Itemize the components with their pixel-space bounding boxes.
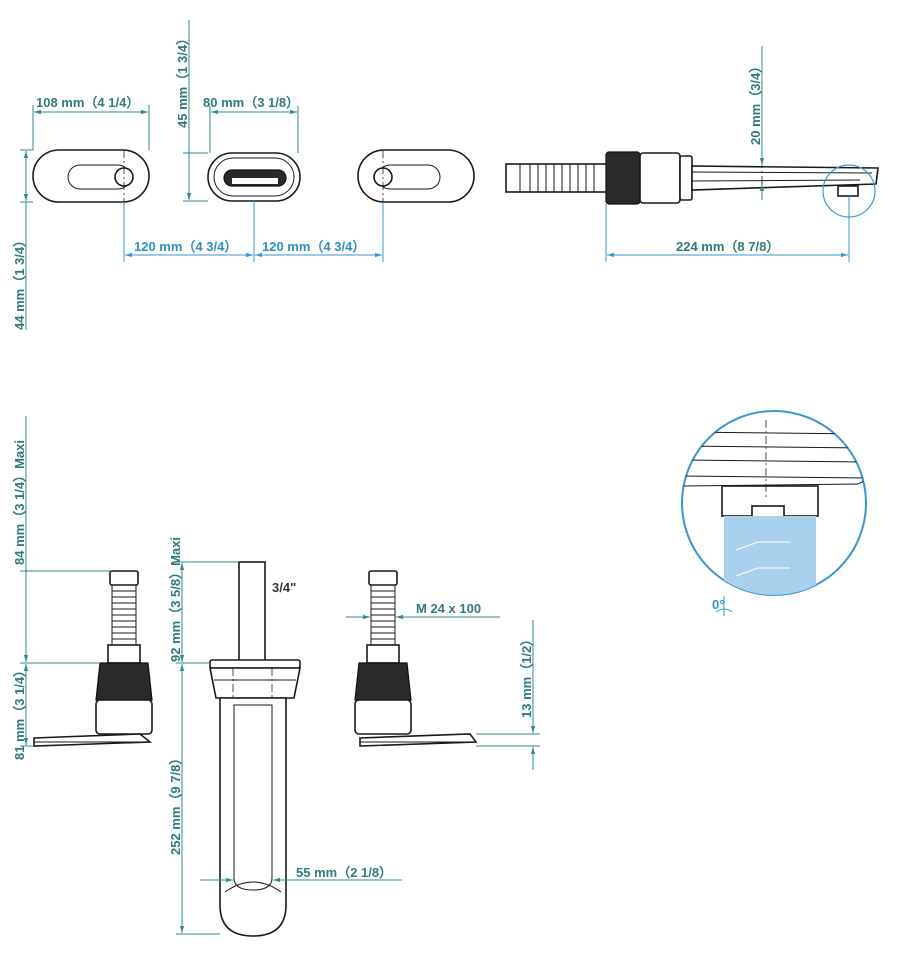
dim-side-length: 224 mm（8 7/8）	[676, 239, 779, 254]
dim-spout-width-front: 55 mm（2 1/8）	[296, 865, 392, 880]
top-view: 108 mm（4 1/4） 44 mm（1 3/4） 45 mm（1 3/4） …	[12, 20, 475, 330]
side-view: 224 mm（8 7/8） 20 mm（3/4）	[505, 46, 879, 262]
right-handle-top	[357, 149, 475, 210]
dim-spout-top: 92 mm（3 5/8）Maxi	[168, 537, 183, 662]
dim-spout-width: 80 mm（3 1/8）	[203, 95, 299, 110]
dim-spout-height-front: 252 mm（9 7/8）	[168, 752, 183, 855]
spout-top	[207, 152, 301, 202]
front-right-handle: M 24 x 100 13 mm（1/2）	[346, 570, 540, 770]
dim-side-height: 20 mm（3/4）	[748, 60, 763, 145]
dim-spout-height: 45 mm（1 3/4）	[175, 32, 190, 128]
dim-deck-thickness: 13 mm（1/2）	[519, 633, 534, 718]
dim-height: 44 mm（1 3/4）	[12, 234, 27, 330]
dim-spacing-left: 120 mm（4 3/4）	[134, 239, 237, 254]
dim-spacing-right: 120 mm（4 3/4）	[262, 239, 365, 254]
dim-total-width: 108 mm（4 1/4）	[36, 95, 139, 110]
pipe-size-label: 3/4"	[272, 580, 296, 595]
detail-view: 0°	[681, 410, 867, 616]
left-handle-top	[32, 149, 150, 210]
thread-label: M 24 x 100	[416, 601, 481, 616]
front-left-handle: 84 mm（3 1/4）Maxi 81 mm（3 1/4）	[12, 416, 153, 760]
front-spout: 92 mm（3 5/8）Maxi 252 mm（9 7/8） 55 mm（2 1…	[168, 537, 402, 937]
dim-angle: 0°	[712, 597, 724, 612]
dim-handle-height: 84 mm（3 1/4）Maxi	[12, 440, 27, 565]
dim-base-height: 81 mm（3 1/4）	[12, 664, 27, 760]
